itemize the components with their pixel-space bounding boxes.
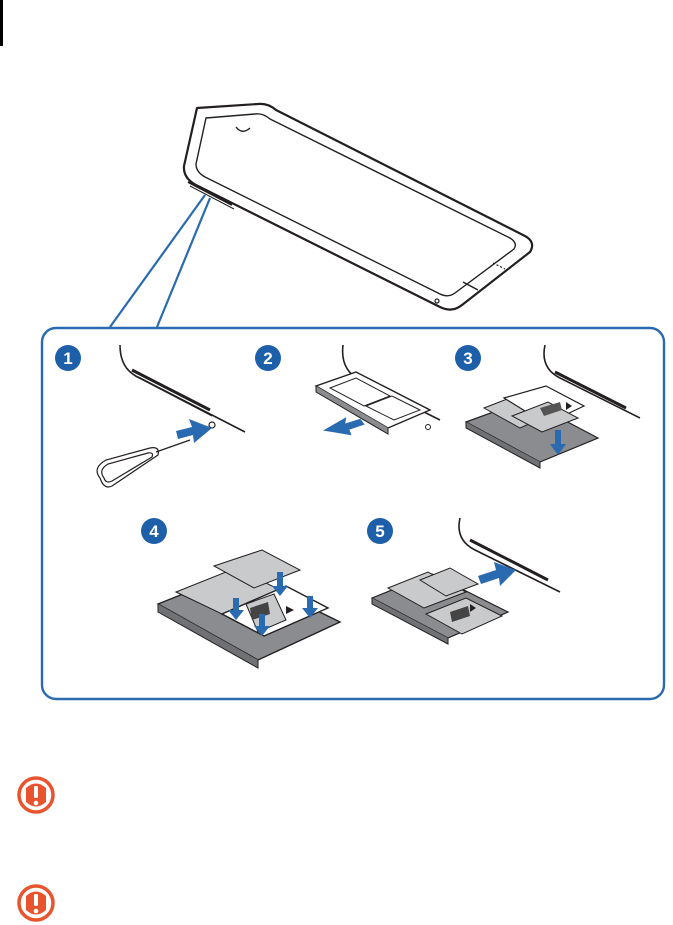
caution-icon bbox=[16, 883, 56, 923]
step-badge-3: 3 bbox=[455, 345, 481, 371]
step-badge-4: 4 bbox=[141, 518, 167, 544]
step-badge-5: 5 bbox=[367, 518, 393, 544]
step-badge-1: 1 bbox=[55, 345, 81, 371]
svg-text:3: 3 bbox=[463, 349, 472, 368]
svg-text:1: 1 bbox=[63, 349, 72, 368]
step-badge-2: 2 bbox=[255, 345, 281, 371]
svg-text:4: 4 bbox=[149, 522, 159, 541]
phone-device bbox=[184, 104, 532, 310]
svg-text:5: 5 bbox=[375, 522, 384, 541]
callout-lines bbox=[110, 195, 210, 327]
caution-icon bbox=[16, 775, 56, 815]
svg-text:2: 2 bbox=[263, 349, 272, 368]
